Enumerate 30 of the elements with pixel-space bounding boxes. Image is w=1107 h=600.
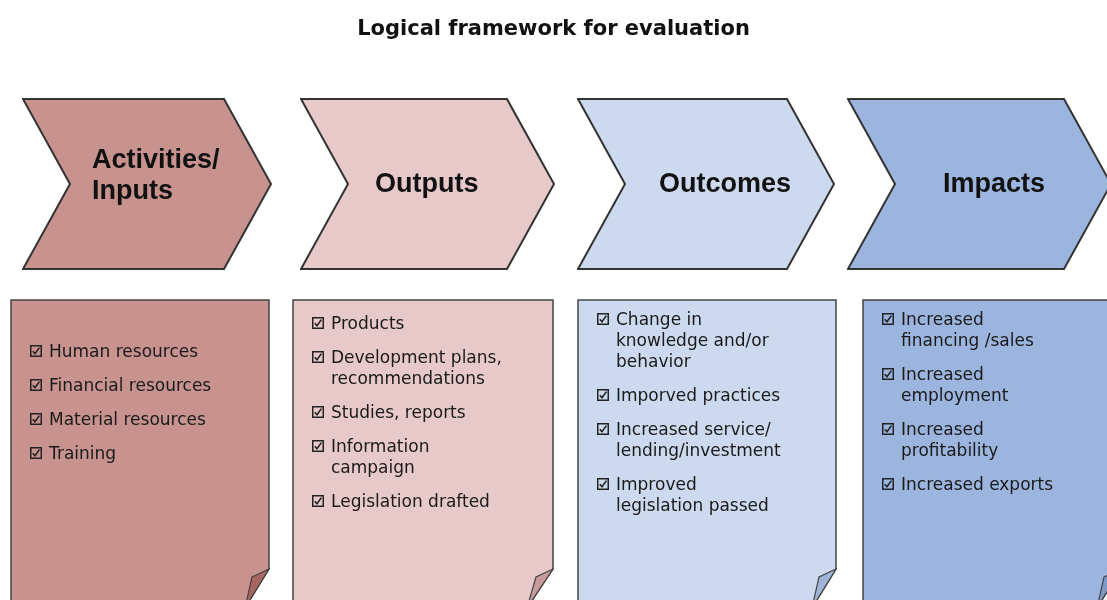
stage-label: Outputs <box>375 168 480 199</box>
list-item: Legislation drafted <box>331 491 490 512</box>
list-item: Products <box>331 313 405 334</box>
list-item: Financial resources <box>49 375 212 396</box>
list-item: Increased exports <box>901 474 1054 495</box>
list-item: Human resources <box>49 341 199 362</box>
list-item: Information campaign <box>331 436 431 478</box>
stage-label: Outcomes <box>659 168 793 199</box>
chevron-shape <box>22 98 272 270</box>
list-item: Studies, reports <box>331 402 466 423</box>
note-card <box>862 299 1107 600</box>
note-card <box>292 299 554 600</box>
chevron-shape <box>300 98 555 270</box>
stage-label: Impacts <box>943 168 1047 199</box>
note-card <box>10 299 270 600</box>
chevron-shape <box>577 98 835 270</box>
list-item: Increased profitability <box>901 419 1000 461</box>
diagram-title: Logical framework for evaluation <box>356 16 751 40</box>
list-item: Increased employment <box>901 364 1010 406</box>
note-card <box>577 299 837 600</box>
list-item: Development plans, recommendations <box>331 347 503 389</box>
list-item: Material resources <box>49 409 206 430</box>
list-item: Increased financing /sales <box>901 309 1035 351</box>
list-item: Training <box>49 443 117 464</box>
list-item: Imporved practices <box>616 385 781 406</box>
chevron-shape <box>847 98 1107 270</box>
list-item: Change in knowledge and/or behavior <box>616 309 770 372</box>
list-item: Increased service/ lending/investment <box>616 419 782 461</box>
list-item: Improved legislation passed <box>616 474 770 516</box>
stage-label: Activities/ Inputs <box>92 144 221 206</box>
